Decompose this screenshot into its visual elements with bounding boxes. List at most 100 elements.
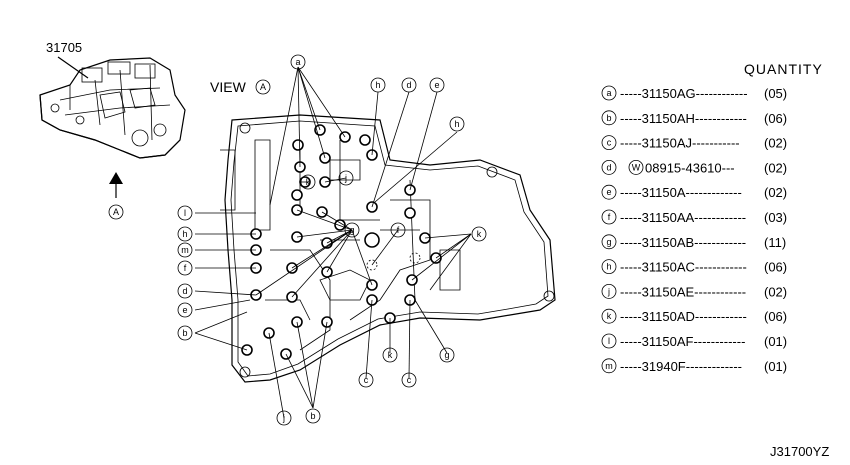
svg-text:f: f [184,263,187,273]
view-text: VIEW [210,79,247,95]
leader-lines [194,66,472,419]
legend-row-a: a-----31150AG------------(05) [601,85,787,101]
legend-row-b: b -----31150AH------------ (06) [601,110,787,126]
legend-key-circle [601,333,617,349]
legend-part-line: -----31150AE------------ [620,284,746,299]
legend-key: b [606,113,611,123]
svg-text:e: e [434,80,439,90]
legend-part-line: 08915-43610--- [645,160,735,175]
legend-quantity: (02) [764,136,787,151]
callouts: a h d e h l h m f d e b k j k g f k g c … [177,54,487,426]
legend-prefix: W [632,162,641,172]
legend-key-circle [601,358,617,374]
callout-g-lower: g [439,347,455,363]
svg-text:k: k [477,229,482,239]
legend-key-circle [601,85,617,101]
legend-part-line: -----31150AF------------ [620,334,745,349]
callout-k-inner: k [300,174,316,190]
legend-key-circle [601,110,617,126]
svg-text:b: b [182,328,187,338]
legend-part-line: -----31150A------------- [620,185,742,200]
svg-text:j: j [282,413,285,423]
legend-row-l: l -----31150AF------------ (01) [601,333,787,349]
legend-quantity: (01) [764,334,787,349]
svg-text:f: f [397,225,400,235]
arrow-ref-label: A [113,207,119,217]
legend-part-line: -----31150AA------------ [620,210,746,225]
callout-b-left: b [177,325,193,341]
legend-key: f [608,212,611,222]
svg-text:d: d [182,286,187,296]
legend-quantity: (06) [764,260,787,275]
legend-quantity: (03) [764,210,787,225]
legend-quantity: (06) [764,309,787,324]
legend-prefix-circle [628,159,644,175]
legend-part-line: -----31150AC------------ [620,260,747,275]
callout-h-right: h [449,116,465,132]
legend-key: j [607,286,610,296]
bolt [404,207,416,219]
callout-f-inner: f [390,222,406,238]
legend-row-c: c -----31150AJ----------- (02) [601,135,787,151]
legend-key: h [606,262,611,272]
callout-f-left: f [177,260,193,276]
svg-text:m: m [181,245,189,255]
callout-l-left: l [177,205,193,221]
legend-quantity: (02) [764,185,787,200]
legend-key-circle [601,209,617,225]
view-label: VIEW A [210,79,271,95]
legend-part-line: -----31150AD------------ [620,309,747,324]
legend-key: l [608,336,610,346]
legend-part-line: -----31150AG------------ [620,86,748,101]
legend-key-circle [601,308,617,324]
legend-key-circle [601,135,617,151]
callout-k-lower: k [382,347,398,363]
legend-key: a [606,88,611,98]
legend-quantity: (11) [764,235,786,250]
legend-key-circle [601,159,617,175]
legend-row-g: g -----31150AB------------ (11) [601,234,786,250]
bolt [359,134,371,146]
diagram-code: J31700YZ [770,444,829,459]
callout-g-inner: g [344,222,360,238]
svg-text:d: d [406,80,411,90]
callout-d-left: d [177,283,193,299]
legend-quantity: (02) [764,284,787,299]
svg-text:g: g [349,225,354,235]
legend-row-m: m-----31940F-------------(01) [601,358,787,374]
legend-key-circle [601,234,617,250]
callout-c-lower-2: c [401,372,417,388]
valve-body-plate [220,114,556,383]
legend-quantity: (02) [764,160,787,175]
svg-text:l: l [184,208,186,218]
svg-text:g: g [444,350,449,360]
legend-quantity: (06) [764,111,787,126]
legend-quantity: (01) [764,359,787,374]
svg-text:k: k [388,350,393,360]
callout-j-bottom: j [276,410,292,426]
legend-part-line: -----31150AB------------ [620,235,746,250]
callout-e-top: e [429,77,445,93]
callout-d-top: d [401,77,417,93]
legend-key: c [607,138,612,148]
view-arrow: A [108,172,124,220]
legend-part-line: -----31150AH------------ [620,111,747,126]
assembly-part-number: 31705 [46,40,82,55]
legend-row-e: e-----31150A-------------(02) [601,184,787,200]
callout-k-right: k [471,226,487,242]
svg-text:k: k [306,177,311,187]
callout-h-top: h [370,77,386,93]
legend: a-----31150AG------------(05)b-----31150… [601,85,787,374]
svg-text:a: a [295,57,300,67]
legend-key: g [606,237,611,247]
svg-text:c: c [407,375,412,385]
legend-key-circle [601,283,617,299]
callout-e-left: e [177,302,193,318]
callout-j-inner: j [338,170,354,186]
legend-part-line: -----31150AJ----------- [620,136,740,151]
bolt [292,139,304,151]
svg-text:h: h [375,80,380,90]
callout-b-bottom: b [305,408,321,424]
legend-row-j: j -----31150AE------------ (02) [601,283,787,299]
